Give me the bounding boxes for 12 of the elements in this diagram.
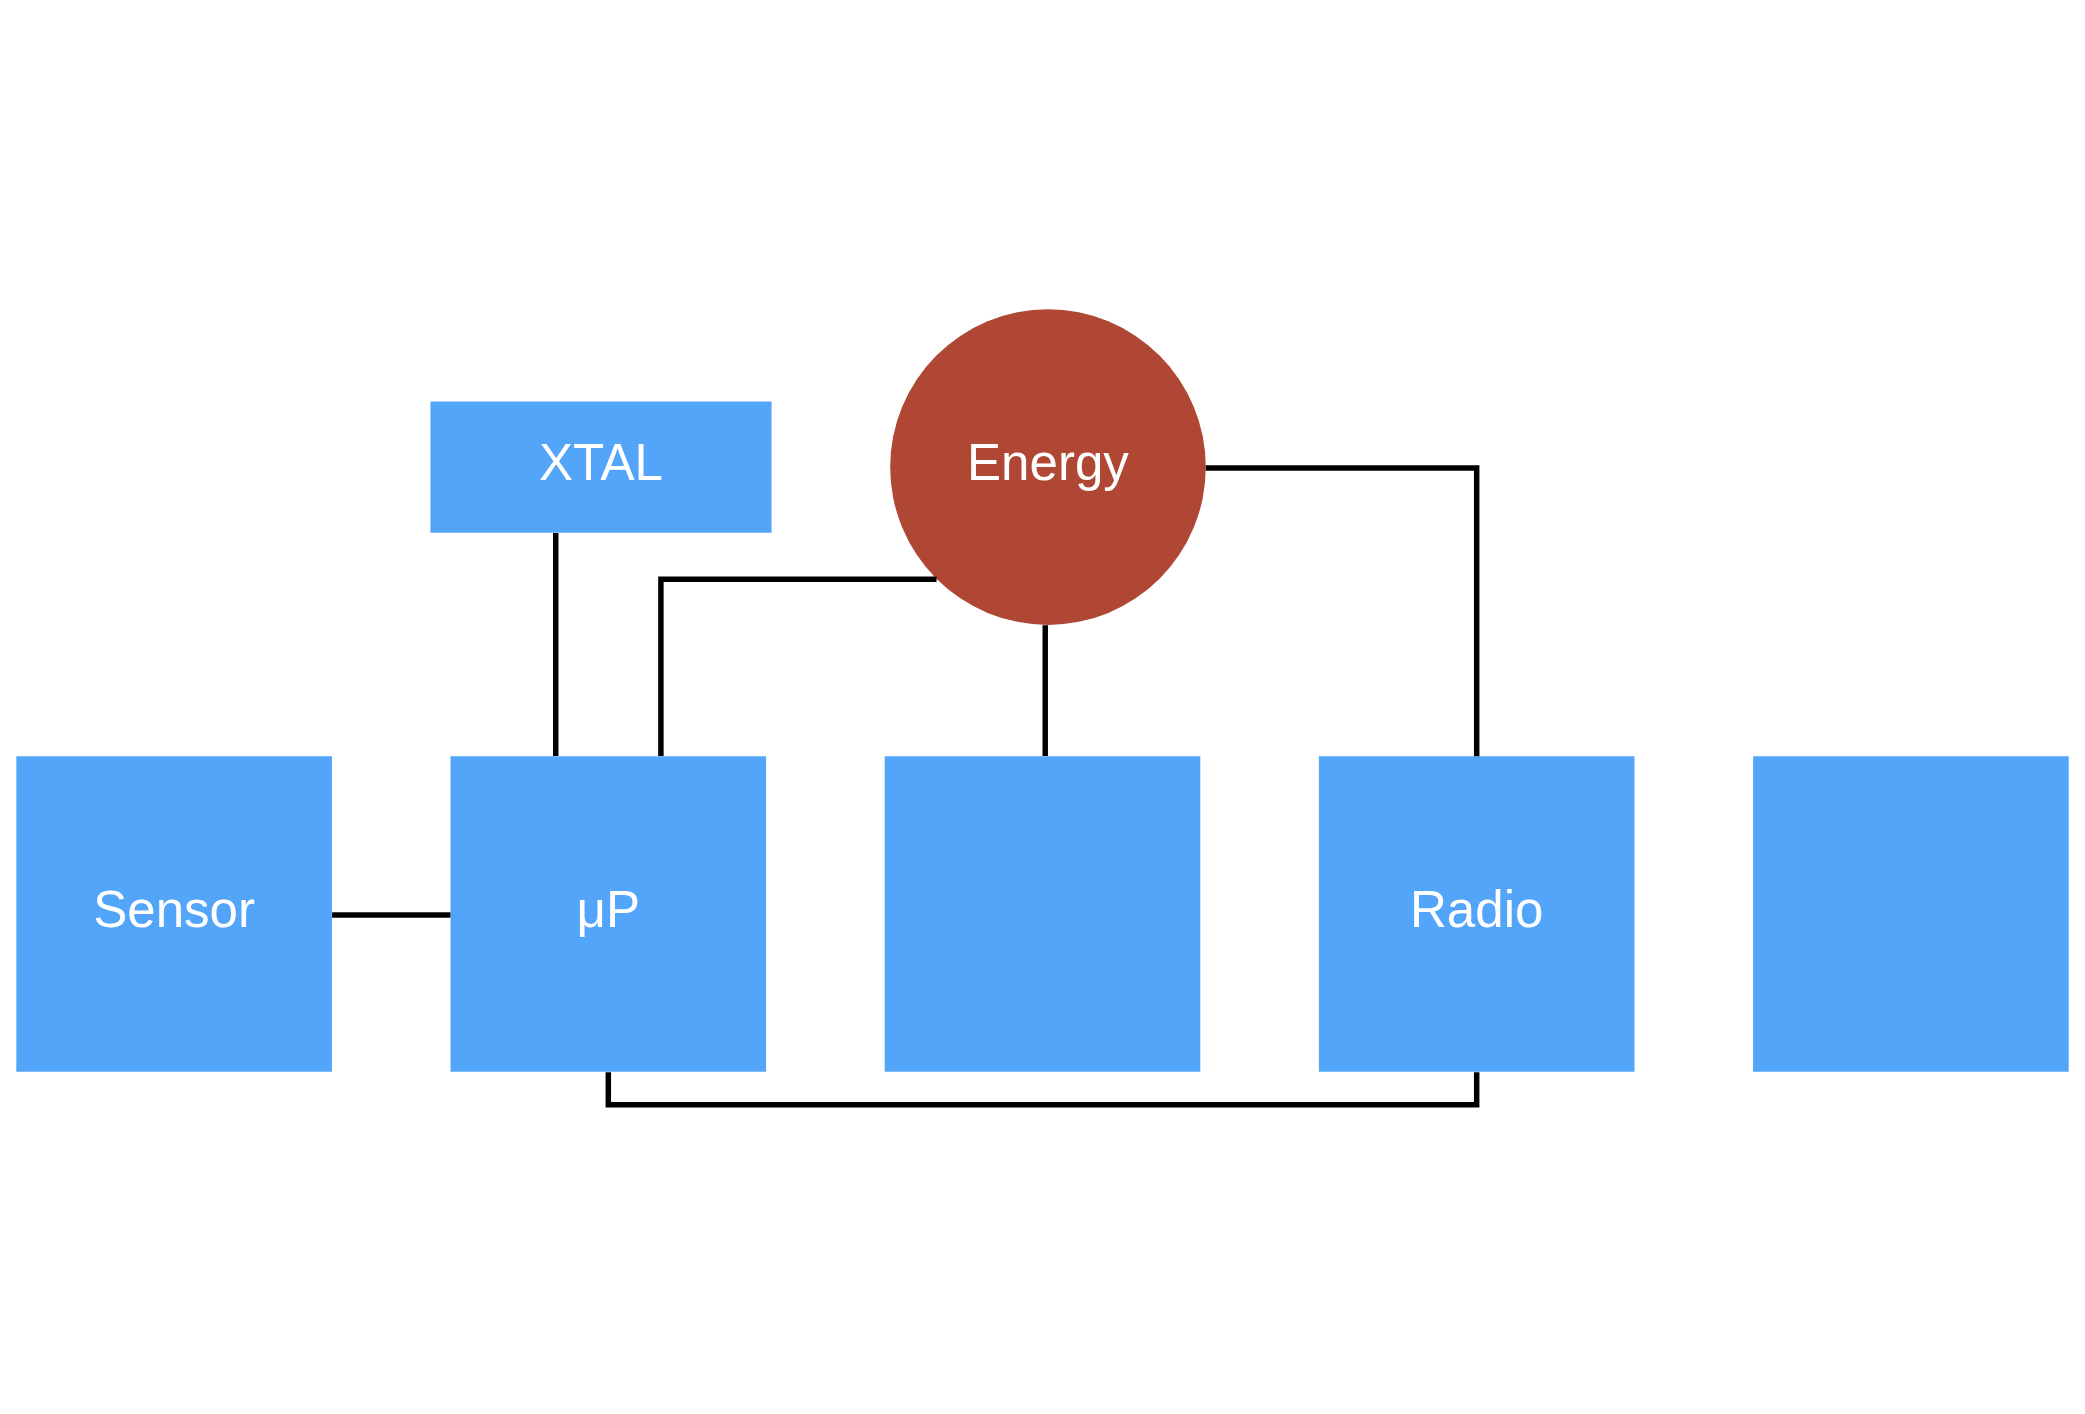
node-box: Radio	[1318, 756, 1635, 1072]
node-box	[1753, 756, 2069, 1072]
connector	[1042, 625, 1048, 757]
connector	[658, 576, 937, 756]
connector	[1205, 465, 1480, 757]
node-box	[884, 756, 1201, 1072]
node-box: Sensor	[16, 756, 332, 1072]
node-box: μP	[450, 756, 767, 1072]
connector	[332, 912, 451, 918]
node-circle: Energy	[890, 309, 1206, 625]
node-box: XTAL	[430, 401, 772, 533]
connector	[553, 533, 559, 756]
